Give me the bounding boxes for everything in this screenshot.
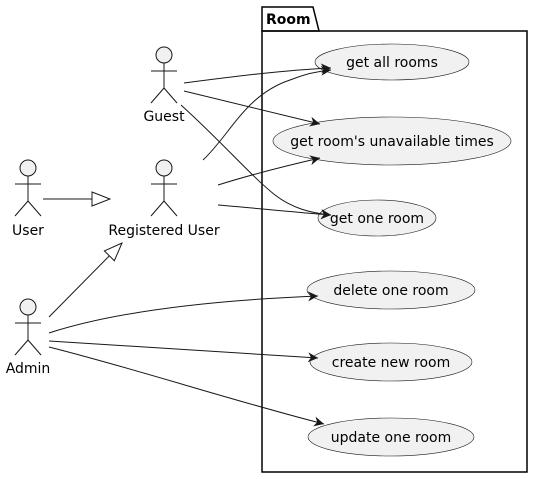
edge-admin-delete-one-room	[48, 291, 319, 334]
use-case-label: update one room	[331, 430, 452, 446]
package-room: Room	[261, 6, 528, 473]
use-case-get-unavailable-times[interactable]: get room's unavailable times	[272, 116, 512, 166]
actor-label: User	[12, 223, 44, 239]
edge-registered-user-get-unavailable-times	[217, 155, 321, 186]
generalization-edges	[43, 199, 122, 318]
edge-registered-user-get-all-rooms	[202, 65, 332, 161]
use-case-get-one-room[interactable]: get one room	[317, 199, 437, 237]
package-title: Room	[266, 12, 311, 28]
actor-guest[interactable]: Guest	[143, 46, 185, 125]
use-case-update-one-room[interactable]: update one room	[307, 417, 475, 457]
use-case-label: get all rooms	[346, 55, 438, 71]
actor-label: Admin	[6, 361, 51, 377]
actor-label: Registered User	[108, 223, 219, 239]
edge-registered-user-get-one-room	[217, 204, 332, 220]
use-case-label: delete one room	[333, 283, 448, 299]
edge-admin-update-one-room	[48, 346, 325, 427]
edge-admin-create-new-room	[48, 340, 319, 363]
edge-guest-get-unavailable-times	[183, 90, 321, 127]
edge-admin-to-registered-user	[48, 243, 122, 318]
use-case-create-new-room[interactable]: create new room	[309, 342, 473, 382]
actor-label: Guest	[143, 109, 185, 125]
use-case-label: get room's unavailable times	[290, 134, 494, 150]
actor-registered-user[interactable]: Registered User	[108, 159, 220, 239]
actor-user[interactable]: User	[12, 159, 44, 239]
use-case-label: create new room	[332, 355, 451, 371]
actor-admin[interactable]: Admin	[6, 298, 51, 377]
edge-guest-get-all-rooms	[183, 63, 332, 84]
use-case-get-all-rooms[interactable]: get all rooms	[314, 43, 470, 81]
association-edges	[48, 63, 332, 427]
edge-guest-get-one-room	[180, 104, 332, 220]
use-case-delete-one-room[interactable]: delete one room	[306, 270, 476, 310]
use-case-label: get one room	[330, 211, 424, 227]
